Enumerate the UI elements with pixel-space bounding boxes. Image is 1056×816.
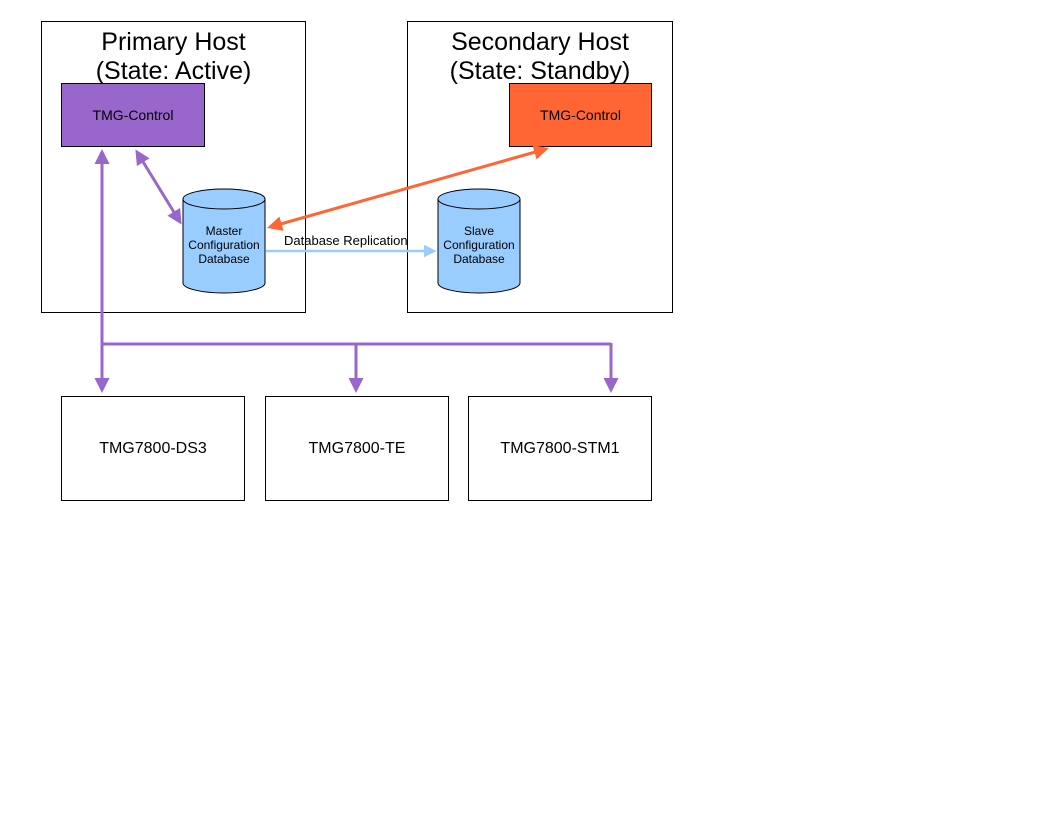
secondary-host-state: (State: Standby) [449, 57, 631, 85]
control-to-master-db-arrow [135, 149, 182, 225]
primary-tmg-control-label: TMG-Control [92, 107, 174, 123]
replication-label: Database Replication [284, 233, 408, 248]
device-label: TMG7800-TE [308, 439, 406, 457]
secondary-host-title: Secondary Host (State: Standby) [408, 28, 672, 86]
device-label: TMG7800-DS3 [99, 439, 207, 457]
master-db-line2: Configuration [188, 238, 260, 252]
master-db-line3: Database [198, 252, 250, 266]
device-bus [94, 149, 619, 393]
master-database-icon [182, 188, 266, 294]
slave-db-line3: Database [453, 252, 505, 266]
primary-host-state: (State: Active) [95, 57, 252, 85]
master-database-label: Master Configuration Database [179, 224, 269, 266]
primary-tmg-control: TMG-Control [61, 83, 205, 147]
slave-db-line1: Slave [463, 224, 495, 238]
secondary-tmg-control-label: TMG-Control [540, 107, 621, 123]
device-tmg7800-stm1: TMG7800-STM1 [468, 396, 652, 501]
slave-db-line2: Configuration [443, 238, 515, 252]
secondary-control-to-master-db-arrow [267, 145, 549, 231]
primary-host-name: Primary Host [101, 28, 246, 56]
master-db-line1: Master [205, 224, 243, 238]
secondary-host-name: Secondary Host [451, 28, 629, 56]
device-label: TMG7800-STM1 [500, 439, 620, 457]
device-tmg7800-ds3: TMG7800-DS3 [61, 396, 245, 501]
primary-host-box: Primary Host (State: Active) [41, 21, 306, 313]
secondary-tmg-control: TMG-Control [509, 83, 652, 147]
primary-host-title: Primary Host (State: Active) [42, 28, 305, 86]
slave-database-label: Slave Configuration Database [434, 224, 524, 266]
device-tmg7800-te: TMG7800-TE [265, 396, 449, 501]
